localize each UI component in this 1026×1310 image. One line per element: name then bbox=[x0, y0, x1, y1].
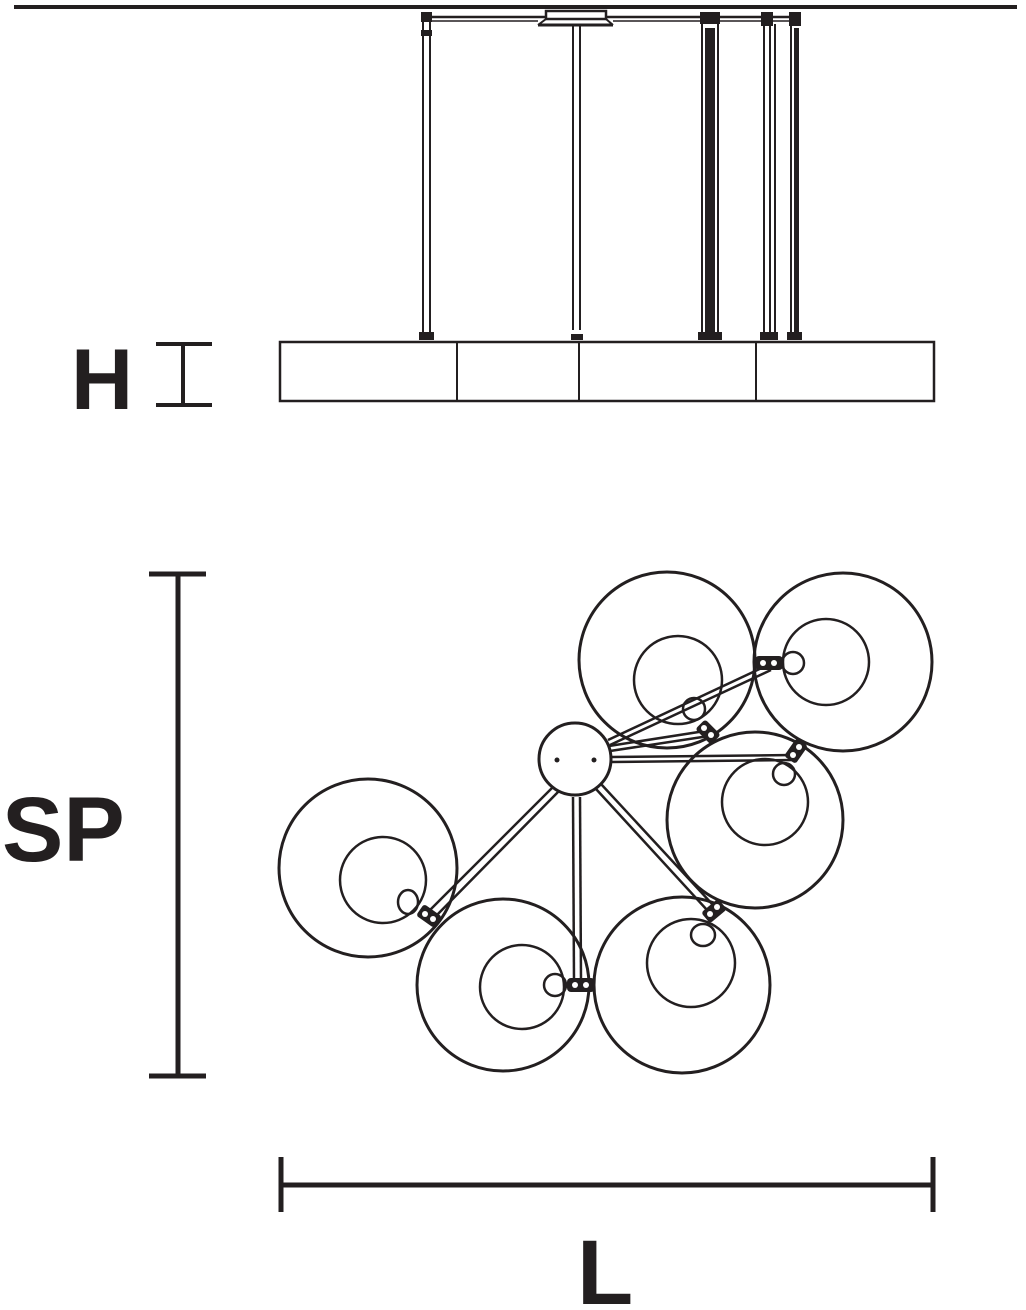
suspension-rods bbox=[419, 12, 802, 340]
suspension-rod bbox=[571, 26, 583, 340]
arm bbox=[571, 796, 583, 983]
arm bbox=[595, 783, 714, 911]
glass-globe bbox=[592, 895, 772, 1075]
central-hub bbox=[537, 721, 613, 797]
suspension-rod bbox=[787, 12, 802, 340]
plan-view: SP L bbox=[2, 570, 936, 1310]
suspension-rod bbox=[760, 12, 778, 340]
length-label: L bbox=[577, 1222, 633, 1310]
glass-globe bbox=[277, 777, 459, 959]
glass-body-row bbox=[278, 340, 936, 403]
arm bbox=[607, 663, 772, 747]
glass-globes bbox=[277, 570, 934, 1075]
ceiling-canopy bbox=[537, 9, 614, 27]
ceiling-distribution-bar bbox=[426, 15, 800, 22]
glass-globe bbox=[665, 730, 845, 910]
glass-globe bbox=[577, 570, 783, 750]
length-dimension: L bbox=[278, 1157, 936, 1310]
side-elevation-view: H bbox=[14, 5, 1017, 428]
connecting-arms bbox=[426, 663, 794, 983]
glass-globe bbox=[415, 897, 595, 1073]
arm-connector bbox=[702, 899, 726, 923]
spread-dimension: SP bbox=[2, 571, 206, 1079]
arm-connector bbox=[567, 978, 595, 992]
arm bbox=[610, 753, 794, 764]
arm-connector bbox=[785, 739, 807, 763]
suspension-rod bbox=[419, 12, 434, 340]
height-dimension-marker bbox=[156, 342, 212, 407]
suspension-rod bbox=[698, 12, 722, 340]
spread-label: SP bbox=[2, 779, 125, 881]
height-label: H bbox=[71, 332, 133, 428]
arm-connector bbox=[417, 905, 441, 927]
arm-connector bbox=[696, 720, 720, 744]
arm bbox=[608, 729, 710, 753]
height-dimension: H bbox=[71, 332, 212, 428]
arm-connector bbox=[755, 656, 783, 670]
arm bbox=[426, 786, 560, 919]
